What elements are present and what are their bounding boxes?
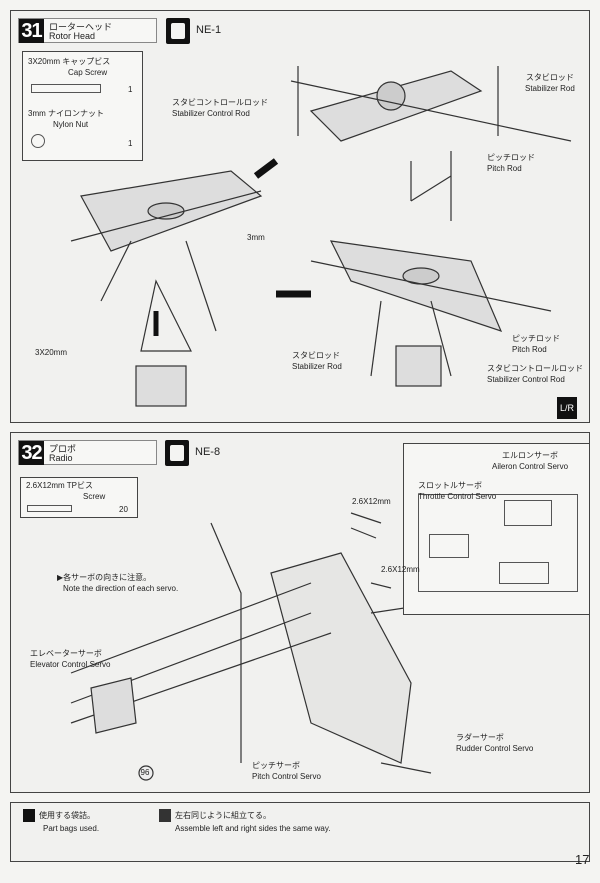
cap-screw-icon <box>31 84 101 93</box>
bag-icon <box>23 809 35 822</box>
label-en: Elevator Control Servo <box>30 660 111 669</box>
label-stab-rod: スタビロッド Stabilizer Rod <box>525 72 575 94</box>
label-en: Stabilizer Rod <box>525 84 575 93</box>
part-qty: 20 <box>119 505 128 514</box>
legend-lr-en: Assemble left and right sides the same w… <box>175 824 331 833</box>
label-en: Aileron Control Servo <box>492 462 569 471</box>
radio-illustration <box>70 512 472 781</box>
part-name-jp: 3X20mm キャップビス <box>28 57 111 66</box>
legend-bag-en: Part bags used. <box>43 824 100 833</box>
step-title-en: Radio <box>49 453 73 463</box>
step-number: 32 <box>19 441 44 465</box>
rotor-head-mid <box>70 170 263 407</box>
step-title-en: Rotor Head <box>49 31 96 41</box>
label-en: Rudder Control Servo <box>456 744 534 753</box>
parts-box: 3X20mm キャップビス Cap Screw 1 3mm ナイロンナット Ny… <box>22 51 143 161</box>
label-pitch-servo: ピッチサーボ Pitch Control Servo <box>252 760 321 782</box>
nylon-nut-icon <box>31 134 45 148</box>
label-en: Stabilizer Control Rod <box>172 109 250 118</box>
label-stab-rod-2: スタビロッド Stabilizer Rod <box>292 350 342 372</box>
label-screw-1: 2.6X12mm <box>352 497 391 506</box>
rotor-head-illustration <box>70 66 572 407</box>
label-jp: スロットルサーボ <box>418 481 482 490</box>
label-en: Pitch Rod <box>512 345 547 354</box>
part-name-en: Nylon Nut <box>53 120 89 129</box>
part-name-jp: 3mm ナイロンナット <box>28 109 104 118</box>
step-32-header: 32 プロポ Radio <box>18 440 157 465</box>
step-title-jp: プロポ <box>49 444 77 454</box>
label-stab-ctrl-rod-2: スタビコントロールロッド Stabilizer Control Rod <box>487 363 583 385</box>
part-name-jp: 2.6X12mm TPビス <box>26 481 93 490</box>
label-stab-ctrl-rod: スタビコントロールロッド Stabilizer Control Rod <box>172 97 268 119</box>
legend-bag-jp: 使用する袋詰。 <box>39 811 95 820</box>
label-pitch-rod-2: ピッチロッド Pitch Rod <box>512 333 560 355</box>
label-jp: ピッチサーボ <box>252 761 300 770</box>
label-jp: ピッチロッド <box>512 334 560 343</box>
label-jp: スタビロッド <box>292 351 340 360</box>
rotor-head-final <box>310 240 552 387</box>
step-title-jp: ローターヘッド <box>49 22 113 32</box>
legend-panel: 使用する袋詰。 Part bags used. 左右同じように組立てる。 Ass… <box>10 802 590 862</box>
bag-icon <box>165 440 189 466</box>
servo-layout-inset <box>403 443 590 615</box>
note-jp: ▶各サーボの向きに注意。 <box>57 573 152 582</box>
label-jp: スタビコントロールロッド <box>172 98 268 107</box>
label-jp: エルロンサーボ <box>502 451 559 460</box>
aileron-servo <box>504 500 552 526</box>
part-name-en: Screw <box>83 492 106 501</box>
label-pitch-rod: ピッチロッド Pitch Rod <box>487 152 535 174</box>
label-aileron: エルロンサーボ Aileron Control Servo <box>492 450 568 472</box>
rudder-servo <box>499 562 549 584</box>
note-en: Note the direction of each servo. <box>63 584 179 593</box>
legend-lr-jp: 左右同じように組立てる。 <box>175 811 271 820</box>
lr-icon: L/R <box>557 397 577 419</box>
label-jp: ラダーサーボ <box>456 733 504 742</box>
label-en: Throttle Control Servo <box>418 492 497 501</box>
bag-label: NE-8 <box>195 446 221 458</box>
bag-icon <box>166 18 190 44</box>
servo-tray <box>418 494 578 592</box>
label-en: Pitch Control Servo <box>252 772 321 781</box>
label-nut: 3mm <box>247 233 265 242</box>
label-jp: ピッチロッド <box>487 153 535 162</box>
part-qty: 1 <box>128 139 133 148</box>
label-elevator: エレベーターサーボ Elevator Control Servo <box>30 648 110 670</box>
servo-direction-note: ▶各サーボの向きに注意。 Note the direction of each s… <box>57 572 178 594</box>
throttle-servo <box>429 534 469 558</box>
step-number: 31 <box>19 19 44 43</box>
label-jp: エレベーターサーボ <box>30 649 102 658</box>
parts-box: 2.6X12mm TPビス Screw 20 <box>20 477 138 518</box>
rotor-head-top <box>290 66 572 221</box>
bag-label: NE-1 <box>196 24 222 36</box>
label-throttle: スロットルサーボ Throttle Control Servo <box>418 480 496 502</box>
part-qty: 1 <box>128 85 133 94</box>
screw-icon <box>27 505 72 512</box>
label-rudder: ラダーサーボ Rudder Control Servo <box>456 732 533 754</box>
part-name-en: Cap Screw <box>68 68 108 77</box>
step-31-panel <box>10 10 590 423</box>
label-en: Stabilizer Control Rod <box>487 375 565 384</box>
label-screw: 3X20mm <box>35 348 68 357</box>
label-screw-2: 2.6X12mm <box>381 565 420 574</box>
reference-step-badge: 96 <box>140 768 150 777</box>
lr-icon <box>159 809 171 822</box>
page-number: 17 <box>575 852 590 867</box>
label-jp: スタビロッド <box>525 73 574 82</box>
label-en: Stabilizer Rod <box>292 362 342 371</box>
step-31-header: 31 ローターヘッド Rotor Head <box>18 18 157 43</box>
label-en: Pitch Rod <box>487 164 522 173</box>
label-jp: スタビコントロールロッド <box>487 364 583 373</box>
